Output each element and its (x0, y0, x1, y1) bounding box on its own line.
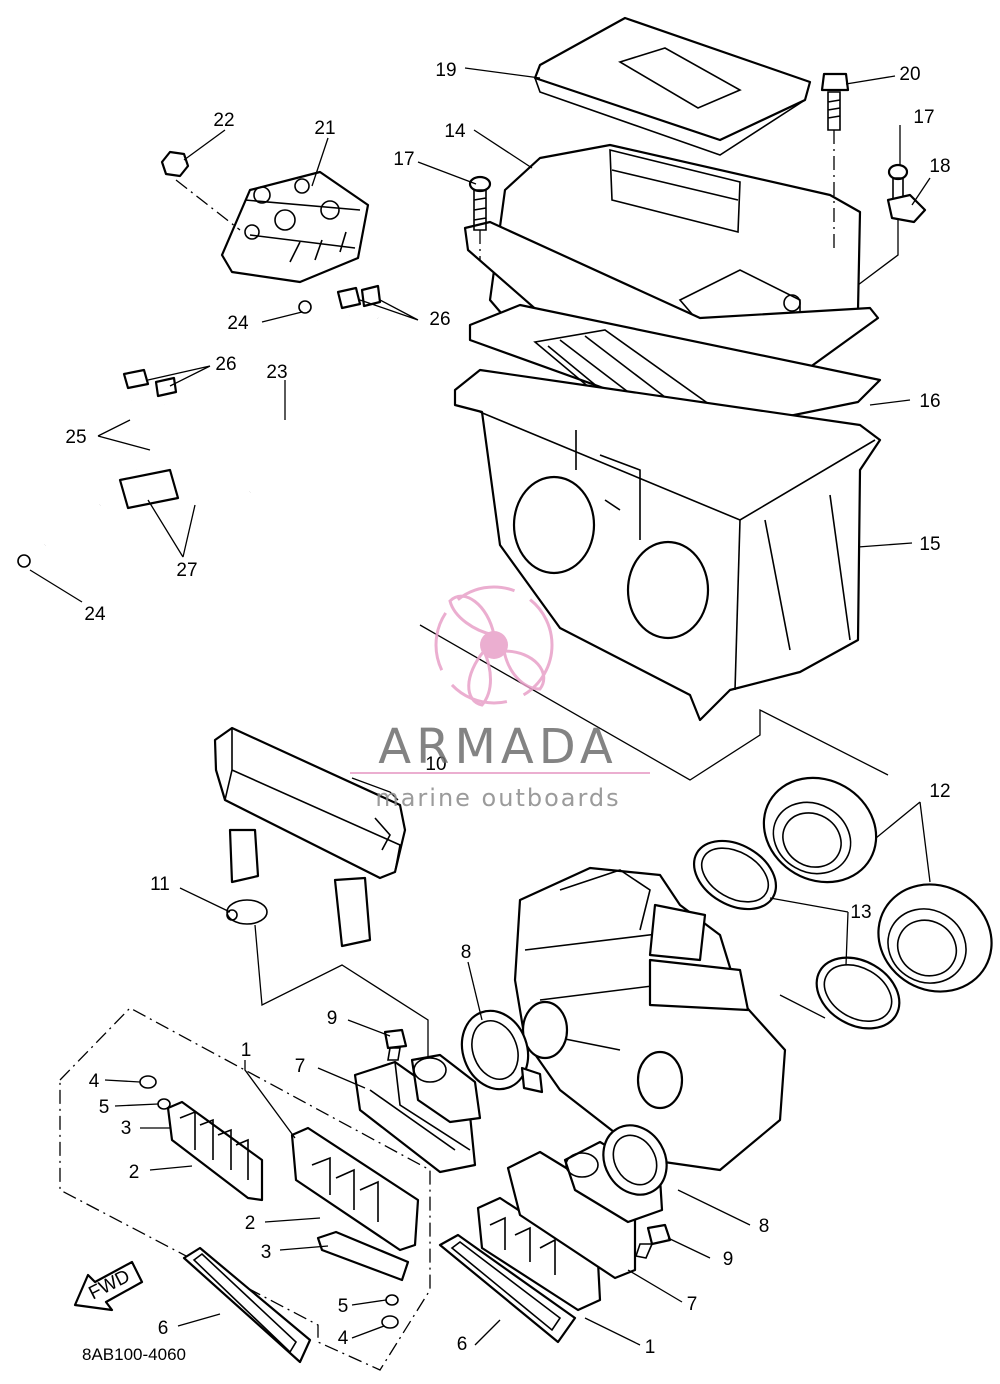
callout-1-upper: 1 (241, 1040, 252, 1061)
callout-22: 22 (213, 110, 234, 131)
callout-15: 15 (919, 534, 940, 555)
callout-11: 11 (150, 874, 170, 895)
air-filter-lid (533, 16, 812, 156)
callout-3-upper: 3 (121, 1118, 132, 1139)
callout-4-upper: 4 (89, 1071, 100, 1092)
callout-7-upper: 7 (295, 1056, 306, 1077)
forward-arrow-icon: FWD (73, 1260, 144, 1312)
callout-25: 25 (65, 427, 86, 448)
diagram-code: 8AB100-4060 (82, 1345, 186, 1364)
watermark: ARMADA marine outboards (350, 585, 650, 812)
screw-17-right (857, 163, 927, 286)
clamp-13-upper (692, 839, 778, 911)
callout-4-lower: 4 (338, 1328, 349, 1349)
gasket-6-left (182, 1246, 312, 1364)
bolt-20 (820, 72, 850, 250)
callout-14: 14 (444, 121, 466, 142)
watermark-tagline: marine outboards (375, 784, 620, 812)
callout-26-left: 26 (215, 354, 236, 375)
carb-joint-8-lower (602, 1124, 668, 1196)
watermark-name: ARMADA (378, 719, 617, 775)
callout-9-lower: 9 (723, 1249, 734, 1270)
callout-17-right: 17 (913, 107, 934, 128)
callout-24-upper: 24 (227, 313, 249, 334)
screw-17-left (468, 175, 492, 260)
intake-silencer (213, 726, 407, 948)
air-box-case (453, 368, 882, 722)
nut-22 (160, 150, 241, 231)
clamp-13-lower (815, 956, 901, 1030)
intake-joint-12-lower (877, 883, 993, 993)
callout-1-lower: 1 (645, 1337, 656, 1358)
carb-joint-8-upper (460, 1009, 544, 1094)
clamp-11 (226, 899, 429, 1060)
callout-16: 16 (919, 391, 940, 412)
callout-3-lower: 3 (261, 1242, 272, 1263)
reed-kit-outline (59, 1007, 431, 1371)
bolt-9-upper (383, 1028, 408, 1061)
callout-6-left: 6 (158, 1318, 169, 1339)
leader-lines (29, 67, 931, 1346)
callout-18: 18 (929, 156, 950, 177)
callout-27: 27 (176, 560, 197, 581)
callout-2-upper: 2 (129, 1162, 140, 1183)
propeller-icon (434, 585, 554, 707)
callout-20: 20 (899, 64, 920, 85)
callout-2-lower: 2 (245, 1213, 256, 1234)
callout-6-right: 6 (457, 1334, 468, 1355)
callout-7-lower: 7 (687, 1294, 698, 1315)
callout-12: 12 (929, 781, 950, 802)
callout-5-upper: 5 (99, 1097, 110, 1118)
callout-19: 19 (435, 60, 456, 81)
callout-23: 23 (266, 362, 287, 383)
callout-8-lower: 8 (759, 1216, 770, 1237)
callout-13: 13 (850, 902, 871, 923)
callout-10: 10 (425, 754, 446, 775)
callout-26-right: 26 (429, 309, 450, 330)
callout-9-upper: 9 (327, 1008, 338, 1029)
carburetor-assembly (513, 866, 787, 1172)
callout-5-lower: 5 (338, 1296, 349, 1317)
intake-joint-12-upper (762, 776, 878, 884)
bolt-9-lower (634, 1223, 672, 1259)
reed-valve-left (166, 1100, 264, 1202)
callout-labels: 19 20 14 17 17 18 21 22 16 15 24 26 26 2… (65, 60, 950, 1358)
callout-8-upper: 8 (461, 942, 472, 963)
gasket-6-right (438, 1233, 577, 1344)
intake-manifold-7-upper (353, 1053, 482, 1174)
callout-17-left: 17 (393, 149, 414, 170)
fuel-pump (220, 170, 370, 284)
callout-21: 21 (314, 118, 335, 139)
callout-24-lower: 24 (84, 604, 106, 625)
reed-valve-right (290, 1126, 420, 1282)
